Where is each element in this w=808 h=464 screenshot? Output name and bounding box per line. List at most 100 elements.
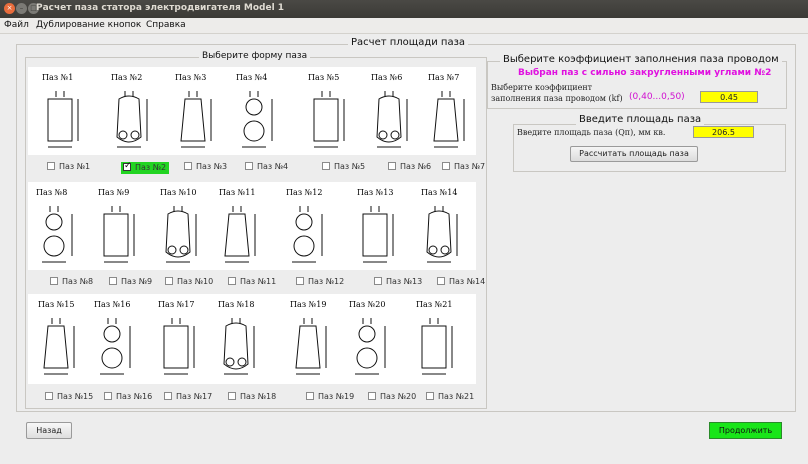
checkbox-label: Паз №2	[135, 163, 167, 172]
checkbox-box[interactable]	[228, 392, 236, 400]
slot-checkbox-8[interactable]: Паз №8	[50, 277, 93, 289]
slot-drawing	[376, 91, 408, 148]
checkbox-box[interactable]	[322, 162, 330, 170]
back-button[interactable]: Назад	[26, 422, 72, 439]
slot-drawing	[165, 206, 197, 263]
slot-drawing	[313, 91, 345, 148]
checkbox-box[interactable]	[296, 277, 304, 285]
slot-drawing	[43, 318, 75, 375]
checkbox-label: Паз №17	[176, 392, 213, 401]
slot-checkbox-5[interactable]: Паз №5	[322, 162, 365, 174]
slot-checkbox-20[interactable]: Паз №20	[368, 392, 416, 404]
slot-checkbox-10[interactable]: Паз №10	[165, 277, 213, 289]
slot-checkbox-16[interactable]: Паз №16	[104, 392, 152, 404]
fill-range: (0,40...0,50)	[629, 92, 685, 102]
slot-checkbox-7[interactable]: Паз №7	[442, 162, 485, 174]
slot-checkbox-9[interactable]: Паз №9	[109, 277, 152, 289]
slot-checkbox-18[interactable]: Паз №18	[228, 392, 276, 404]
maximize-icon[interactable]: □	[28, 3, 39, 14]
checkbox-label: Паз №15	[57, 392, 94, 401]
checkbox-box[interactable]	[374, 277, 382, 285]
checkbox-box[interactable]	[109, 277, 117, 285]
checkbox-box[interactable]	[165, 277, 173, 285]
checkbox-label: Паз №4	[257, 162, 289, 171]
slot-drawing	[223, 318, 255, 375]
area-panel-title: Введите площадь паза	[576, 114, 705, 125]
slot-image-label: Паз №9	[98, 188, 130, 197]
main-title: Расчет площади паза	[348, 37, 469, 48]
menu-duplicate-buttons[interactable]: Дублирование кнопок	[36, 20, 142, 30]
slot-image-label: Паз №8	[36, 188, 68, 197]
checkbox-label: Паз №10	[177, 277, 214, 286]
fill-coefficient-input[interactable]: 0.45	[700, 91, 758, 103]
checkbox-label: Паз №1	[59, 162, 91, 171]
slot-checkbox-21[interactable]: Паз №21	[426, 392, 474, 404]
checkbox-box[interactable]	[442, 162, 450, 170]
checkbox-box[interactable]	[104, 392, 112, 400]
slot-checkbox-19[interactable]: Паз №19	[306, 392, 354, 404]
checkbox-box[interactable]	[45, 392, 53, 400]
checkbox-label: Паз №21	[438, 392, 475, 401]
slot-image-label: Паз №5	[308, 73, 340, 82]
checkbox-label: Паз №6	[400, 162, 432, 171]
checkbox-label: Паз №8	[62, 277, 94, 286]
checkbox-box[interactable]	[426, 392, 434, 400]
slot-drawing	[103, 206, 135, 263]
slot-drawing	[355, 318, 386, 375]
slot-checkbox-12[interactable]: Паз №12	[296, 277, 344, 289]
window-title: Расчет паза статора электродвигателя Mod…	[36, 3, 285, 13]
slot-image-label: Паз №1	[42, 73, 74, 82]
slot-checkbox-4[interactable]: Паз №4	[245, 162, 288, 174]
close-icon[interactable]: ×	[4, 3, 15, 14]
menu-help[interactable]: Справка	[146, 20, 186, 30]
slot-image-label: Паз №12	[286, 188, 323, 197]
slot-drawing	[163, 318, 195, 375]
slot-checkbox-14[interactable]: Паз №14	[437, 277, 485, 289]
fill-panel-title: Выберите коэффициент заполнения паза про…	[500, 54, 782, 65]
slot-image-label: Паз №15	[38, 300, 75, 309]
slot-checkbox-6[interactable]: Паз №6	[388, 162, 431, 174]
slot-image-label: Паз №20	[349, 300, 386, 309]
minimize-icon[interactable]: –	[16, 3, 27, 14]
slot-image-label: Паз №13	[357, 188, 394, 197]
calculate-area-button[interactable]: Рассчитать площадь паза	[570, 146, 698, 162]
checkbox-label: Паз №5	[334, 162, 366, 171]
fill-description-line-1: Выберите коэффициент	[491, 83, 593, 92]
slot-checkbox-17[interactable]: Паз №17	[164, 392, 212, 404]
slot-image-label: Паз №10	[160, 188, 197, 197]
slot-drawing	[426, 206, 458, 263]
checkbox-box[interactable]	[228, 277, 236, 285]
continue-button[interactable]: Продолжить	[709, 422, 782, 439]
checkbox-box[interactable]	[306, 392, 314, 400]
checkbox-box[interactable]	[123, 161, 132, 171]
menu-file[interactable]: Файл	[4, 20, 29, 30]
slot-images-row-3	[28, 294, 476, 384]
checkbox-box[interactable]	[47, 162, 55, 170]
checkbox-label: Паз №7	[454, 162, 486, 171]
slot-drawing	[224, 206, 256, 263]
checkbox-box[interactable]	[50, 277, 58, 285]
slot-checkbox-15[interactable]: Паз №15	[45, 392, 93, 404]
slot-image-label: Паз №18	[218, 300, 255, 309]
checkbox-label: Паз №12	[308, 277, 345, 286]
slot-checkbox-3[interactable]: Паз №3	[184, 162, 227, 174]
checkbox-box[interactable]	[437, 277, 445, 285]
slot-checkbox-11[interactable]: Паз №11	[228, 277, 276, 289]
checkbox-label: Паз №11	[240, 277, 277, 286]
checkbox-box[interactable]	[164, 392, 172, 400]
checkbox-label: Паз №14	[449, 277, 486, 286]
slot-checkbox-13[interactable]: Паз №13	[374, 277, 422, 289]
slot-image-label: Паз №19	[290, 300, 327, 309]
checkbox-box[interactable]	[184, 162, 192, 170]
slot-checkbox-2[interactable]: Паз №2	[121, 161, 170, 174]
slot-image-label: Паз №17	[158, 300, 195, 309]
checkbox-box[interactable]	[245, 162, 253, 170]
slot-checkbox-1[interactable]: Паз №1	[47, 162, 90, 174]
checkbox-box[interactable]	[368, 392, 376, 400]
slot-image-label: Паз №7	[428, 73, 460, 82]
area-input[interactable]: 206.5	[693, 126, 754, 138]
checkbox-box[interactable]	[388, 162, 396, 170]
slot-drawing	[433, 91, 465, 148]
selected-slot-text: Выбран паз с сильно закругленными углами…	[518, 68, 772, 78]
slot-drawing	[295, 318, 327, 375]
